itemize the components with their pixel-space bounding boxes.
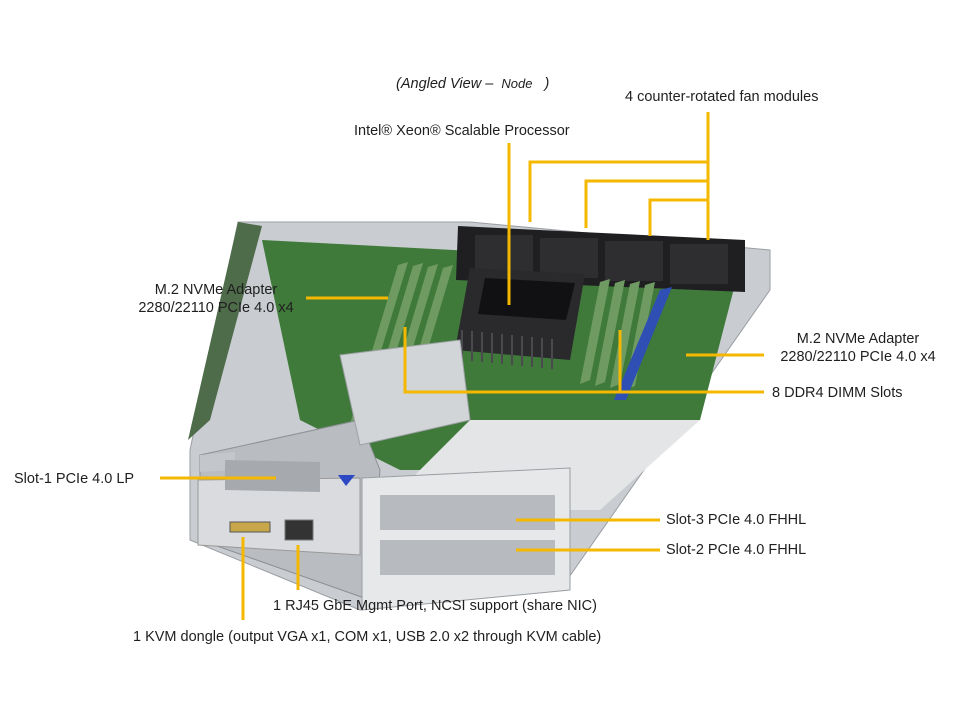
slot1-vent [225,460,320,492]
leader-lines [160,112,764,620]
leader-fan-3 [648,198,708,236]
rj45-port [284,519,314,541]
pcie-slot-panel [361,467,571,611]
label-m2-right-line2: 2280/22110 PCIe 4.0 x4 [780,349,936,365]
label-cpu: Intel® Xeon® Scalable Processor [354,123,570,139]
label-slot2: Slot-2 PCIe 4.0 FHHL [666,542,807,558]
view-title-prefix: (Angled View – [396,76,494,92]
leader-fan-1 [528,160,708,222]
label-dimm: 8 DDR4 DIMM Slots [772,385,903,401]
view-title: (Angled View – Node ) [396,75,549,93]
riser-release-tab [338,475,355,486]
label-m2-right: M.2 NVMe Adapter 2280/22110 PCIe 4.0 x4 [770,330,946,366]
leader-dimm [403,327,764,394]
label-m2-left-line1: M.2 NVMe Adapter [154,282,278,298]
label-slot1: Slot-1 PCIe 4.0 LP [14,471,135,487]
leader-fan-2 [584,179,708,228]
label-slot3: Slot-3 PCIe 4.0 FHHL [666,512,807,528]
label-kvm: 1 KVM dongle (output VGA x1, COM x1, USB… [133,629,602,645]
left-side-wall [188,222,262,440]
view-title-node: Node [501,76,533,91]
label-m2-left-line2: 2280/22110 PCIe 4.0 x4 [138,300,294,316]
kvm-connector [229,521,271,533]
label-m2-right-line1: M.2 NVMe Adapter [796,331,920,347]
view-title-suffix: ) [544,76,550,92]
dimm-latch-blue [614,287,672,400]
cpu-heatsink [455,268,585,369]
label-fans: 4 counter-rotated fan modules [625,89,819,105]
label-m2-left: M.2 NVMe Adapter 2280/22110 PCIe 4.0 x4 [128,281,304,317]
label-rj45: 1 RJ45 GbE Mgmt Port, NCSI support (shar… [273,598,597,614]
vent-pattern [380,495,555,575]
